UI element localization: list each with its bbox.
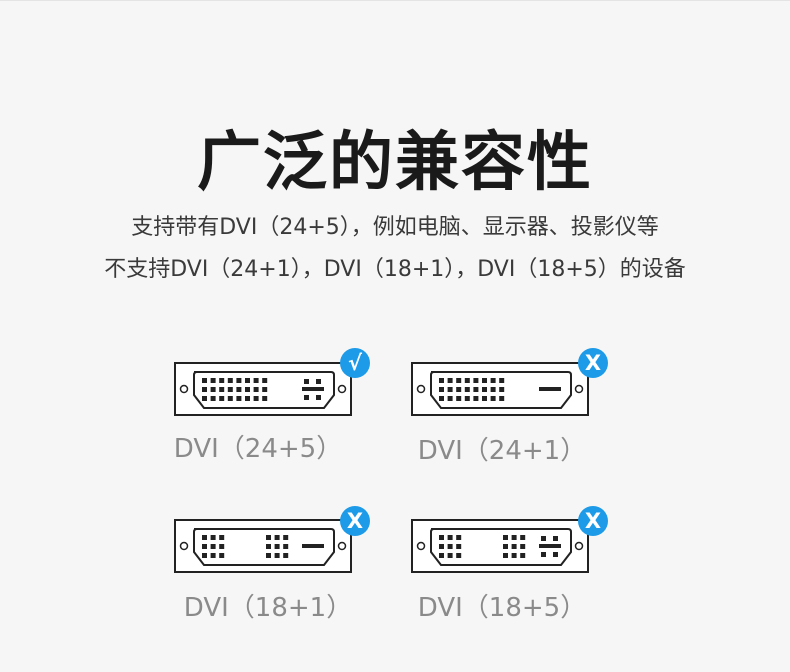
connector-label-24-1: DVI（24+1） bbox=[417, 436, 587, 466]
subtitle-unsupported: 不支持DVI（24+1），DVI（18+1），DVI（18+5）的设备 bbox=[104, 257, 686, 282]
connector-label-18-1: DVI（18+1） bbox=[183, 593, 353, 623]
cross-badge-icon: X bbox=[578, 506, 608, 536]
dvi-18-1-connector-icon bbox=[174, 519, 352, 573]
cross-badge-icon: X bbox=[340, 506, 370, 536]
top-divider bbox=[0, 0, 790, 1]
page-title: 广泛的兼容性 bbox=[197, 126, 593, 200]
dvi-24-1-connector-icon bbox=[411, 362, 589, 416]
subtitle-supported: 支持带有DVI（24+5），例如电脑、显示器、投影仪等 bbox=[131, 215, 659, 240]
connector-label-18-5: DVI（18+5） bbox=[417, 593, 587, 623]
cross-badge-icon: X bbox=[578, 348, 608, 378]
dvi-18-5-connector-icon bbox=[411, 519, 589, 573]
dvi-24-5-connector-icon bbox=[174, 362, 352, 416]
check-badge-icon: √ bbox=[340, 348, 370, 378]
connector-label-24-5: DVI（24+5） bbox=[173, 434, 343, 464]
